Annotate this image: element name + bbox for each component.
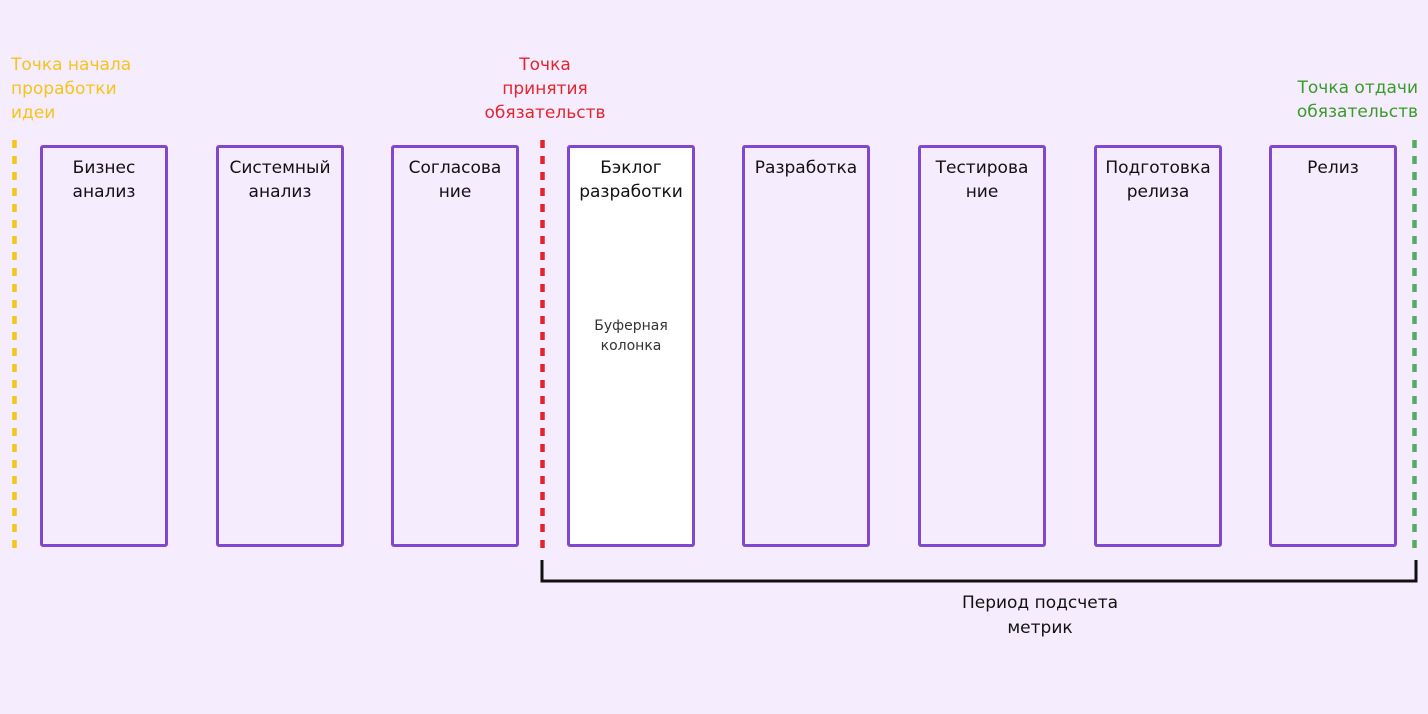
- metrics-period-bracket: [540, 560, 1418, 583]
- start-marker-label: Точка начала проработки идеи: [11, 55, 132, 123]
- column-title: Релиз: [1307, 158, 1359, 178]
- column-title: Тестирова ние: [935, 158, 1029, 202]
- commitment-dashed-line: [540, 140, 545, 550]
- column-approval: Согласова ние: [391, 145, 519, 547]
- buffer-column-note: Буферная колонка: [594, 318, 668, 354]
- delivery-dashed-line: [1412, 140, 1417, 550]
- column-release: Релиз: [1269, 145, 1397, 547]
- column-business-analysis: Бизнес анализ: [40, 145, 168, 547]
- column-dev-backlog: Бэклог разработки Буферная колонка: [567, 145, 695, 547]
- column-system-analysis: Системный анализ: [216, 145, 344, 547]
- delivery-marker-label: Точка отдачи обязательств: [1296, 78, 1418, 122]
- column-testing: Тестирова ние: [918, 145, 1046, 547]
- column-development: Разработка: [742, 145, 870, 547]
- column-title: Подготовка релиза: [1105, 158, 1211, 202]
- column-release-prep: Подготовка релиза: [1094, 145, 1222, 547]
- metrics-period-label: Период подсчета метрик: [961, 593, 1119, 638]
- column-title: Системный анализ: [229, 158, 331, 202]
- column-title: Бизнес анализ: [72, 158, 136, 202]
- start-dashed-line: [12, 140, 17, 550]
- column-title: Бэклог разработки: [579, 158, 683, 202]
- column-title: Разработка: [754, 158, 858, 178]
- column-title: Согласова ние: [408, 158, 502, 202]
- commitment-marker-label: Точка принятия обязательств: [484, 55, 606, 123]
